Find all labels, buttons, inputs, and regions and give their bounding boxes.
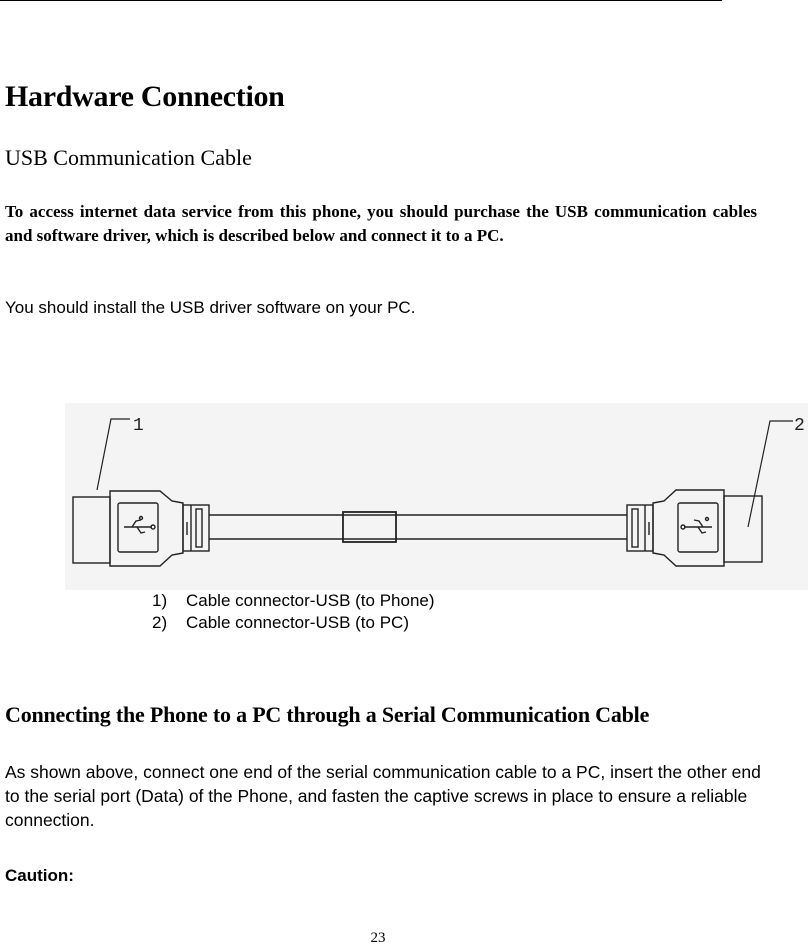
legend-number: 1)	[152, 591, 168, 610]
callout-2-label: 2	[794, 416, 805, 436]
caution-label: Caution:	[5, 866, 74, 885]
section-heading-usb-cable: USB Communication Cable	[5, 145, 252, 170]
driver-note: You should install the USB driver softwa…	[5, 298, 416, 317]
callout-1-label: 1	[133, 416, 144, 436]
intro-paragraph: To access internet data service from thi…	[5, 202, 757, 245]
legend-item-2: 2) Cable connector-USB (to PC)	[152, 612, 435, 634]
page-title: Hardware Connection	[5, 80, 285, 113]
callout-leader-2	[747, 420, 793, 528]
usb-connector-pc-icon	[626, 489, 763, 567]
usb-connector-phone-icon	[72, 490, 210, 567]
header-rule	[0, 0, 722, 1]
usb-cable-diagram: 1 2	[65, 403, 808, 590]
legend-label: Cable connector-USB (to PC)	[186, 613, 409, 632]
ferrite-sleeve	[342, 511, 397, 543]
figure-legend: 1) Cable connector-USB (to Phone) 2) Cable…	[152, 590, 435, 634]
page-number: 23	[370, 930, 386, 946]
serial-connection-paragraph: As shown above, connect one end of the s…	[5, 762, 761, 830]
callout-leader-1	[96, 418, 130, 491]
legend-label: Cable connector-USB (to Phone)	[186, 591, 435, 610]
legend-item-1: 1) Cable connector-USB (to Phone)	[152, 590, 435, 612]
legend-number: 2)	[152, 613, 168, 632]
section-heading-serial-connection: Connecting the Phone to a PC through a S…	[5, 702, 650, 727]
usb-cable-drawing: 1 2	[72, 416, 805, 567]
